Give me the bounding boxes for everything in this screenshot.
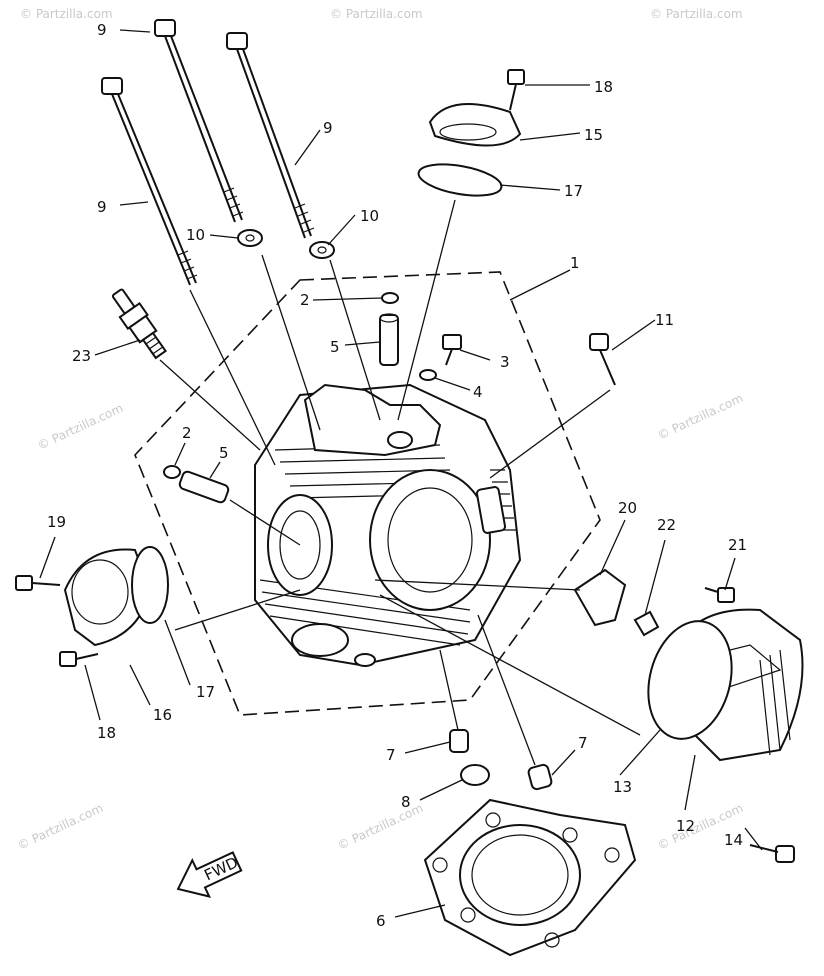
callout-15: 15 xyxy=(584,126,603,144)
callout-2: 2 xyxy=(182,424,192,442)
callout-9: 9 xyxy=(323,119,333,137)
callout-11: 11 xyxy=(655,311,674,329)
plug-bolt-3 xyxy=(442,334,462,366)
callout-1: 1 xyxy=(570,254,580,272)
callout-14: 14 xyxy=(724,831,743,849)
bracket-20 xyxy=(573,568,627,627)
callout-19: 19 xyxy=(47,513,66,531)
callout-10: 10 xyxy=(186,226,205,244)
callout-10: 10 xyxy=(360,207,379,225)
watermark: © Partzilla.com xyxy=(35,401,125,453)
callout-9: 9 xyxy=(97,21,107,39)
valve-guide-upper xyxy=(379,313,399,366)
washer-right xyxy=(309,241,335,259)
leader-lines xyxy=(39,29,763,918)
callout-7: 7 xyxy=(578,734,588,752)
callout-4: 4 xyxy=(473,383,483,401)
valve-guide-left xyxy=(178,470,230,504)
callout-5: 5 xyxy=(330,338,340,356)
valve-cotter-upper xyxy=(381,292,399,304)
head-bolt-3 xyxy=(226,32,315,239)
bolt-11 xyxy=(589,333,616,386)
callout-18: 18 xyxy=(594,78,613,96)
dowel-pin-right xyxy=(527,763,553,791)
dowel-pin-left xyxy=(449,729,469,753)
spark-plug xyxy=(111,288,167,360)
callout-16: 16 xyxy=(153,706,172,724)
watermark: © Partzilla.com xyxy=(650,7,743,21)
tappet-cover-top xyxy=(428,103,522,147)
callout-20: 20 xyxy=(618,499,637,517)
callout-2: 2 xyxy=(300,291,310,309)
callout-17: 17 xyxy=(196,683,215,701)
gasket-4 xyxy=(419,369,437,381)
cover-bolt-18 xyxy=(59,651,99,667)
callout-12: 12 xyxy=(676,817,695,835)
cover-bolt-21 xyxy=(704,587,735,603)
watermark: © Partzilla.com xyxy=(655,391,745,443)
watermark: © Partzilla.com xyxy=(15,801,105,853)
callout-labels: 9 9 9 10 10 2 5 3 4 1 11 23 2 5 18 15 17… xyxy=(47,21,747,930)
cover-bolt-14 xyxy=(749,844,795,863)
valve-cotter-left xyxy=(163,465,181,479)
clip-22 xyxy=(633,610,660,637)
o-ring-8 xyxy=(460,764,490,786)
watermark: © Partzilla.com xyxy=(330,7,423,21)
callout-6: 6 xyxy=(376,912,386,930)
watermark: © Partzilla.com xyxy=(20,7,113,21)
cylinder-head-gasket xyxy=(423,798,637,957)
callout-5: 5 xyxy=(219,444,229,462)
cylinder-head xyxy=(254,383,522,667)
fwd-arrow: FWD xyxy=(176,851,243,898)
head-bolt-1 xyxy=(101,77,198,286)
callout-18: 18 xyxy=(97,724,116,742)
callout-22: 22 xyxy=(657,516,676,534)
cover-bolt-top xyxy=(507,69,525,111)
washer-left xyxy=(237,229,263,247)
callout-9: 9 xyxy=(97,198,107,216)
assembly-dashed-outline xyxy=(134,271,601,716)
callout-3: 3 xyxy=(500,353,510,371)
o-ring-right xyxy=(647,620,733,740)
callout-23: 23 xyxy=(72,347,91,365)
callout-21: 21 xyxy=(728,536,747,554)
cover-bolt-19 xyxy=(15,575,61,591)
o-ring-left xyxy=(131,546,169,624)
callout-7: 7 xyxy=(386,746,396,764)
callout-8: 8 xyxy=(401,793,411,811)
o-ring-top xyxy=(417,163,503,197)
callout-17: 17 xyxy=(564,182,583,200)
head-bolt-2 xyxy=(154,19,244,223)
callout-13: 13 xyxy=(613,778,632,796)
watermark: © Partzilla.com xyxy=(335,801,425,853)
